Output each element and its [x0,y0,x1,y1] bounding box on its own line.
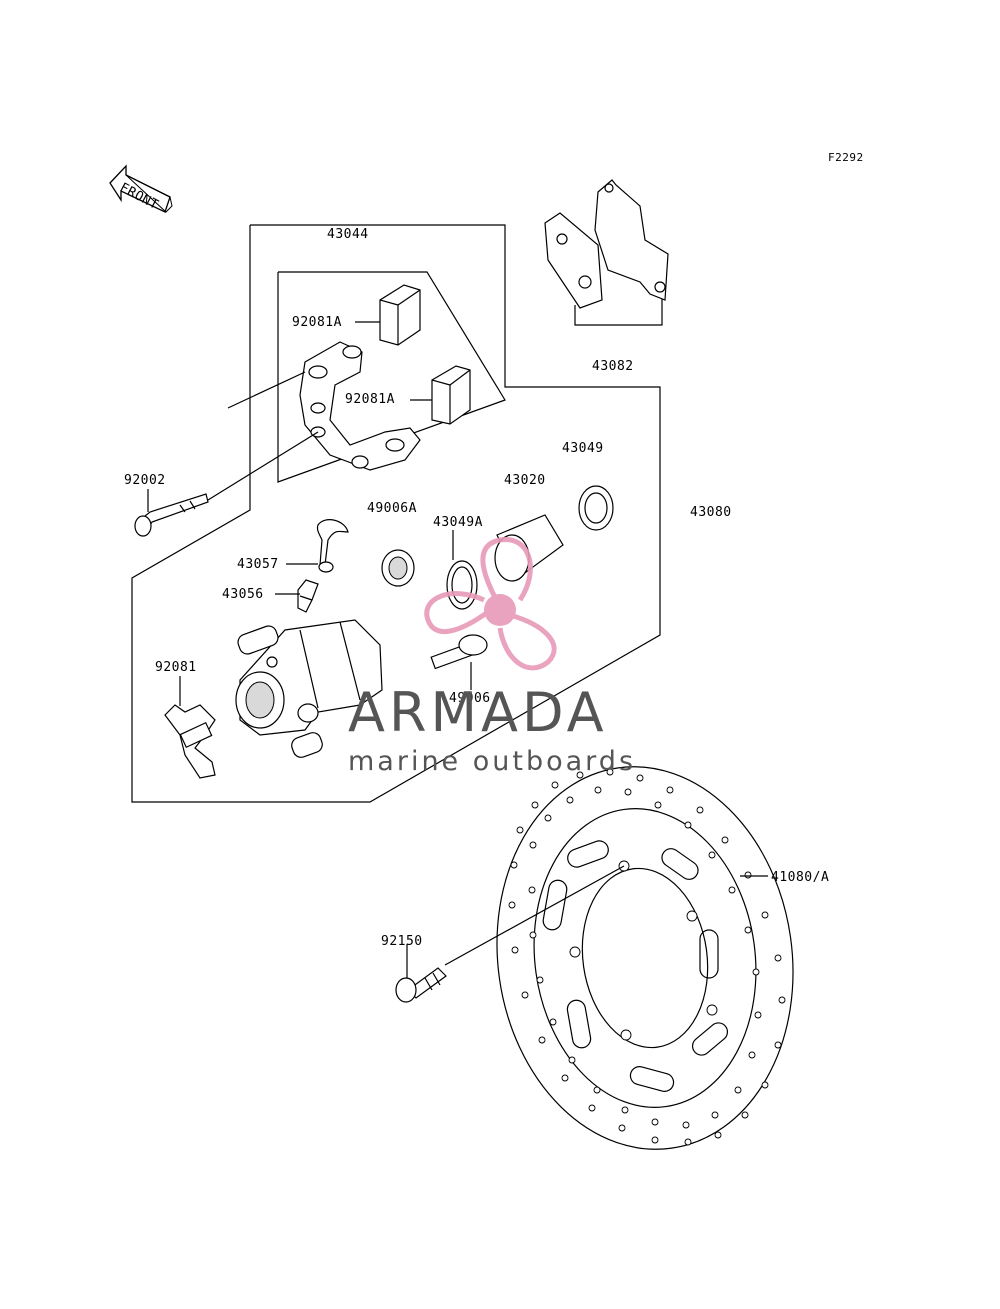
callout-43082: 43082 [592,359,634,374]
callout-92081: 92081 [155,660,197,675]
callout-41080a: 41080/A [771,870,829,885]
pad-spring-clip-mid [431,365,471,425]
caliper-body [235,619,383,758]
pad-spring-clip-top [379,284,421,346]
pin-bolt [134,493,209,537]
callout-92081a-top: 92081A [292,315,342,330]
pad-bracket [574,295,663,326]
callout-43044: 43044 [327,227,369,242]
piston-seal [446,560,478,610]
piston-ring [578,485,614,531]
callout-49006a: 49006A [367,501,417,516]
bleeder-valve [297,579,319,613]
callout-49006: 49006 [449,691,491,706]
assembly-outline-43080 [131,224,661,803]
dust-seal [381,549,415,587]
callout-43056: 43056 [222,587,264,602]
disc-bolt [395,865,625,1003]
callout-43080: 43080 [690,505,732,520]
callout-43020: 43020 [504,473,546,488]
brake-pad-left [544,212,603,309]
pad-spring [164,704,216,779]
propeller-logo-icon [424,537,557,671]
front-arrow-icon: FRONT [109,164,173,213]
figure-code: F2292 [828,151,864,164]
subassembly-outline-43044 [277,271,506,483]
callout-43057: 43057 [237,557,279,572]
watermark: ARMADA marine outboards [348,537,636,777]
slide-pin [430,634,488,670]
callout-92002: 92002 [124,473,166,488]
piston [494,514,564,582]
callout-43049: 43049 [562,441,604,456]
caliper-bracket [299,341,421,471]
watermark-title: ARMADA [348,681,608,744]
leader-lines [147,321,768,978]
callout-43049a: 43049A [433,515,483,530]
bleeder-cap [316,519,349,573]
callout-92081a-mid: 92081A [345,392,395,407]
callout-92150: 92150 [381,934,423,949]
watermark-subtitle: marine outboards [348,746,636,777]
brake-pad-right [594,179,669,301]
brake-disc [496,766,794,1150]
